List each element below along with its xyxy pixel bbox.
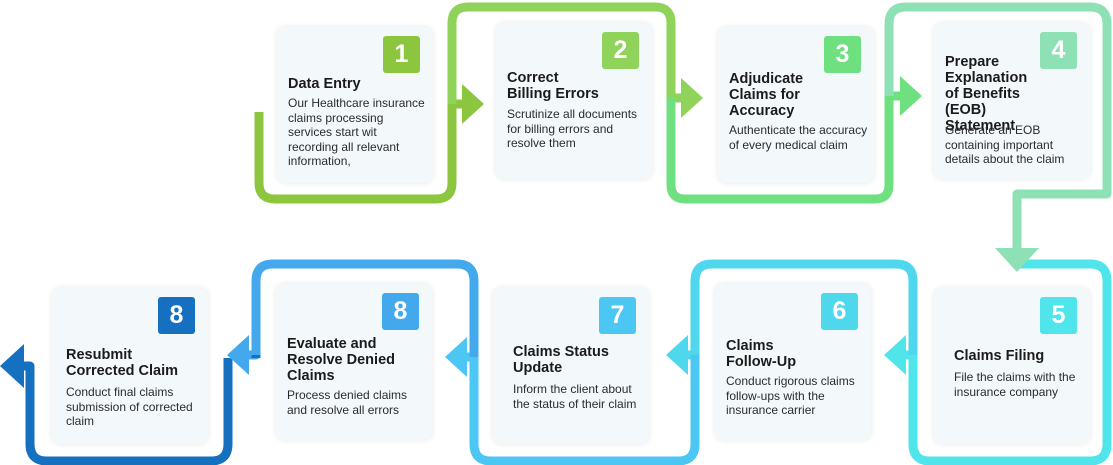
connector-5 — [904, 259, 1112, 465]
step-title: Adjudicate Claims for Accuracy — [729, 71, 804, 119]
step-title: Data Entry — [288, 76, 361, 92]
step-description: Conduct final claims submission of corre… — [66, 385, 193, 428]
step-description: Conduct rigorous claims follow-ups with … — [726, 374, 855, 417]
step-title: Evaluate and Resolve Denied Claims — [287, 336, 395, 384]
step-description: Inform the client about the status of th… — [513, 382, 637, 411]
arrow-head-8a — [227, 335, 249, 375]
step-card-7: 7 Claims Status Update Inform the client… — [493, 288, 649, 444]
step-description: File the claims with the insurance compa… — [954, 370, 1076, 399]
step-card-5: 5 Claims Filing File the claims with the… — [934, 288, 1090, 444]
step-card-4: 4 Prepare Explanation of Benefits (EOB) … — [934, 23, 1090, 179]
connector-8a — [247, 259, 479, 360]
step-number-badge: 2 — [602, 32, 639, 69]
arrow-head-8b — [0, 344, 24, 388]
step-description: Our Healthcare insurance claims processi… — [288, 96, 425, 168]
step-title: Claims Filing — [954, 348, 1045, 364]
arrow-head-5 — [884, 335, 906, 375]
arrow-head-4 — [995, 248, 1039, 272]
step-number-badge: 8 — [158, 297, 195, 334]
step-card-1: 1 Data Entry Our Healthcare insurance cl… — [277, 27, 433, 183]
step-title: Prepare Explanation of Benefits (EOB) St… — [945, 54, 1028, 134]
step-number-badge: 8 — [382, 293, 419, 330]
connector-1 — [254, 99, 470, 204]
arrow-head-6 — [666, 335, 688, 375]
step-number-badge: 3 — [824, 36, 861, 73]
step-card-8: 8 Evaluate and Resolve Denied Claims Pro… — [276, 284, 432, 440]
step-description: Process denied claims and resolve all er… — [287, 388, 408, 417]
connector-2 — [447, 2, 689, 104]
step-number-badge: 4 — [1040, 32, 1077, 69]
step-number-badge: 5 — [1040, 297, 1077, 334]
connector-4 — [884, 2, 1112, 250]
step-title: Claims Follow-Up — [726, 338, 797, 370]
arrow-head-2 — [681, 78, 703, 118]
connector-6 — [686, 259, 918, 360]
step-description: Generate an EOB containing important det… — [945, 123, 1065, 166]
connector-3 — [666, 91, 908, 204]
step-card-3: 3 Adjudicate Claims for Accuracy Authent… — [718, 27, 874, 183]
step-title: Claims Status Update — [513, 344, 609, 376]
step-description: Authenticate the accuracy of every medic… — [729, 123, 868, 152]
arrow-head-7 — [445, 337, 467, 377]
arrow-head-1 — [462, 84, 484, 124]
step-card-2: 2 Correct Billing Errors Scrutinize all … — [496, 23, 652, 179]
step-number-badge: 1 — [383, 36, 420, 73]
step-title: Resubmit Corrected Claim — [66, 347, 179, 379]
step-title: Correct Billing Errors — [507, 70, 599, 102]
step-card-9: 8 Resubmit Corrected Claim Conduct final… — [52, 288, 208, 444]
connector-8b — [20, 355, 261, 465]
arrow-head-3 — [900, 76, 922, 116]
connector-7 — [465, 352, 700, 465]
step-description: Scrutinize all documents for billing err… — [507, 107, 638, 150]
step-number-badge: 7 — [599, 297, 636, 334]
step-card-6: 6 Claims Follow-Up Conduct rigorous clai… — [715, 284, 871, 440]
step-number-badge: 6 — [821, 293, 858, 330]
